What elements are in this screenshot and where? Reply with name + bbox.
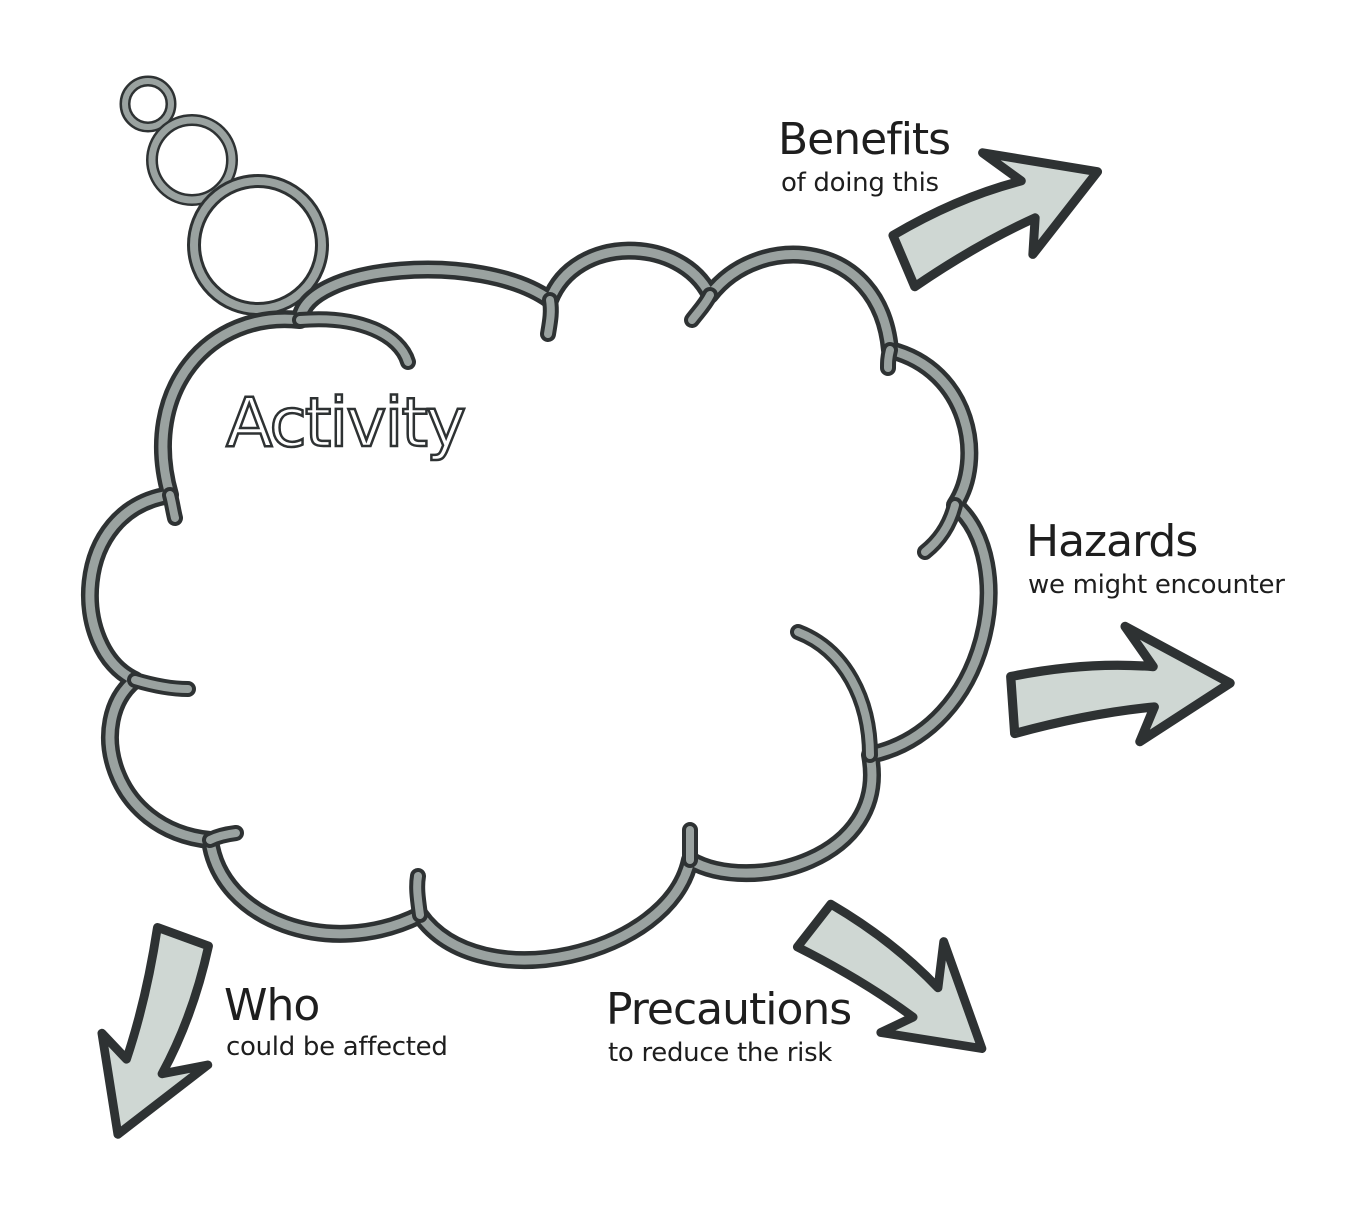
- activity-cloud: [80, 241, 998, 969]
- activity-title: Activity: [225, 384, 468, 463]
- benefits-title: Benefits: [778, 114, 951, 165]
- cloud-outline: [80, 241, 998, 969]
- thought-bubbles: [119, 75, 329, 316]
- arrow-hazards-icon: [1008, 619, 1234, 750]
- precautions-title: Precautions: [606, 984, 852, 1035]
- cloud-curls: [127, 287, 963, 923]
- precautions-subtitle: to reduce the risk: [608, 1038, 833, 1068]
- who-title: Who: [224, 980, 320, 1031]
- hazards-subtitle: we might encounter: [1028, 570, 1285, 600]
- who-subtitle: could be affected: [226, 1032, 448, 1062]
- arrow-who-icon: [71, 922, 246, 1155]
- hazards-title: Hazards: [1026, 516, 1198, 567]
- benefits-subtitle: of doing this: [781, 168, 939, 198]
